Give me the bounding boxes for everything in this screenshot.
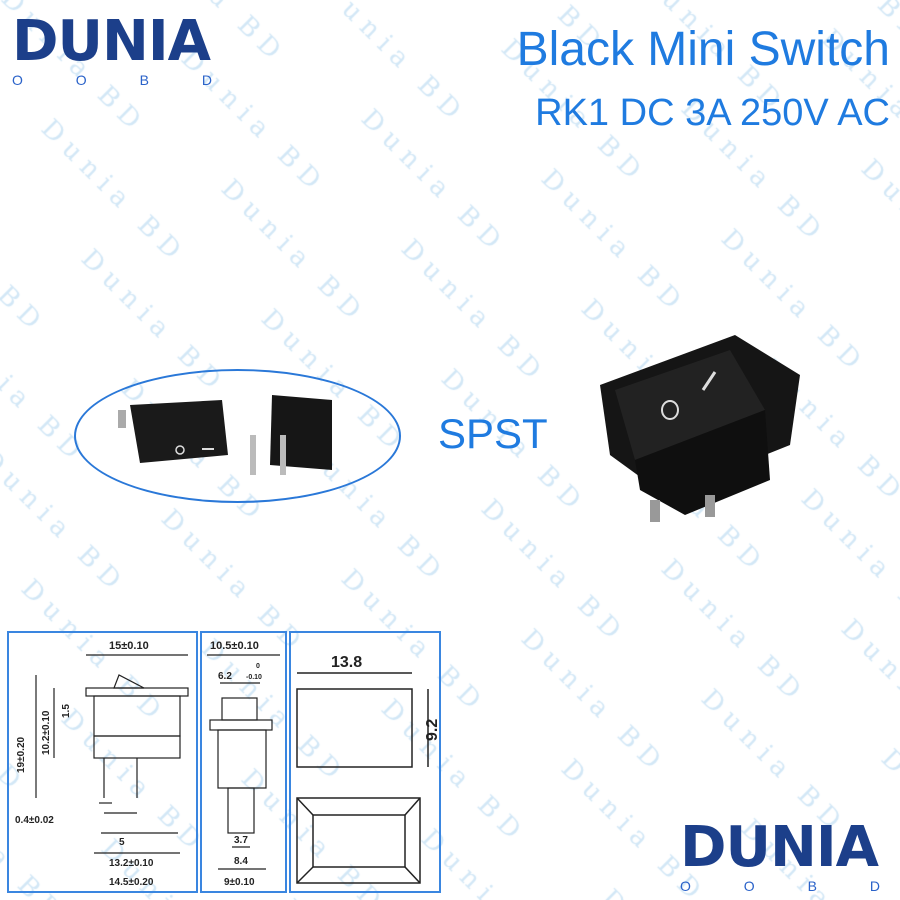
brand-sub-letter: B xyxy=(807,878,817,894)
dim-cutout-height: 9.2 xyxy=(424,719,439,741)
dim-side-width-top: 10.5±0.10 xyxy=(210,640,259,652)
dim-side-width-bottom: 9±0.10 xyxy=(224,877,255,888)
brand-sub-letter: O xyxy=(12,72,23,88)
brand-logo-bottom: DUNIA O O B D xyxy=(680,815,880,895)
on-mark xyxy=(202,448,214,450)
side-dimension-panel: 10.5±0.10 6.2 0 -0.10 3.7 8.4 9±0.10 xyxy=(200,631,287,893)
on-mark xyxy=(701,371,717,391)
pin xyxy=(250,435,256,475)
terminal xyxy=(118,410,126,428)
switch-photos-ellipse xyxy=(74,369,401,503)
brand-sub-letter: O xyxy=(743,878,755,894)
cutout-dimension-panel: 13.8 9.2 xyxy=(289,631,441,893)
product-title: Black Mini Switch xyxy=(516,23,890,76)
pin xyxy=(280,435,286,475)
switch-body xyxy=(635,410,770,515)
pin xyxy=(650,500,660,522)
brand-logo-top: DUNIA O O B D xyxy=(12,9,212,89)
brand-sub: O O B D xyxy=(12,72,212,88)
small-switch-photos xyxy=(118,395,332,475)
dim-tol-upper: 0 xyxy=(256,663,260,670)
cutout-drawing: 13.8 9.2 xyxy=(296,654,441,884)
brand-sub-letter: D xyxy=(201,72,212,88)
switch-front xyxy=(130,400,228,463)
front-dimension-panel: 15±0.10 19±0.20 10.2±0.10 1.5 0.4±0.02 5… xyxy=(7,631,198,893)
dim-cutout-width: 13.8 xyxy=(331,654,362,671)
pin xyxy=(705,495,715,517)
off-mark xyxy=(661,400,679,420)
dim-tol-lower: -0.10 xyxy=(246,674,262,681)
dim-width-bottom: 14.5±0.20 xyxy=(109,877,154,888)
brand-name: DUNIA xyxy=(12,9,211,74)
brand-name: DUNIA xyxy=(680,815,879,880)
brand-sub-letter: O xyxy=(680,878,691,894)
off-mark xyxy=(175,445,185,455)
dim-body-inner: 8.4 xyxy=(234,856,248,867)
dim-height-body: 10.2±0.10 xyxy=(41,710,52,755)
switch-back xyxy=(270,395,332,470)
product-subtitle: RK1 DC 3A 250V AC xyxy=(535,92,890,134)
brand-sub-letter: B xyxy=(139,72,149,88)
brand-sub-letter: O xyxy=(75,72,87,88)
dim-pin-pitch: 5 xyxy=(119,837,125,848)
rocker xyxy=(615,350,765,460)
large-switch-photo xyxy=(600,335,800,522)
dim-rocker-width: 6.2 xyxy=(218,671,232,682)
dim-height-total: 19±0.20 xyxy=(16,736,27,773)
brand-sub: O O B D xyxy=(680,878,880,894)
dim-pin-width: 3.7 xyxy=(234,835,248,846)
front-drawing: 15±0.10 19±0.20 10.2±0.10 1.5 0.4±0.02 5… xyxy=(15,640,189,888)
side-drawing: 10.5±0.10 6.2 0 -0.10 3.7 8.4 9±0.10 xyxy=(207,640,280,888)
dim-rocker: 1.5 xyxy=(61,704,72,718)
dim-width-body: 13.2±0.10 xyxy=(109,858,154,869)
brand-sub-letter: D xyxy=(869,878,880,894)
dim-width-top: 15±0.10 xyxy=(109,640,149,652)
dim-pin-thickness: 0.4±0.02 xyxy=(15,815,54,826)
spst-label: SPST xyxy=(438,410,548,457)
